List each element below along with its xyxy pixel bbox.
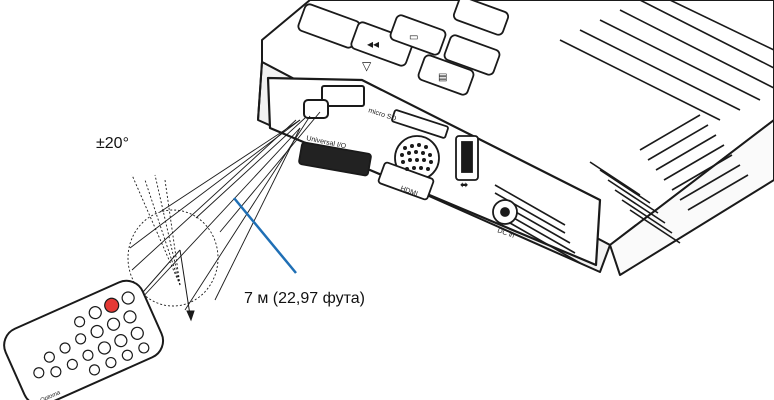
back-icon: ◂◂ [367, 37, 379, 51]
keypad-button [417, 54, 475, 96]
remote-button [123, 310, 137, 324]
usb-symbol-icon: ⬌ [460, 180, 468, 191]
remote-button [97, 341, 112, 355]
remote-button [74, 316, 86, 328]
keypad-button [443, 34, 501, 76]
power-button [104, 297, 120, 313]
remote-button [90, 324, 104, 339]
remote-button [82, 349, 94, 361]
keypad-button [350, 21, 414, 67]
source-icon: ▭ [409, 32, 418, 43]
remote-button [106, 317, 121, 331]
speaker-grille-holes [400, 143, 433, 171]
remote-button [66, 358, 78, 371]
remote-button [121, 349, 133, 361]
universal-io-port [298, 141, 372, 177]
menu-icon: ▤ [438, 72, 447, 83]
remote-button [43, 351, 55, 363]
remote-button [59, 342, 71, 354]
projector-keypad: ◂◂ ▽ ▭ ▤ [297, 0, 510, 96]
angle-cone [127, 174, 219, 307]
remote-button [88, 306, 102, 320]
remote-button [121, 291, 135, 305]
ir-receiver-window [303, 85, 365, 119]
angle-label: ±20° [96, 135, 129, 152]
remote-button [138, 342, 150, 354]
remote-button [105, 356, 117, 369]
keypad-button [452, 0, 510, 36]
remote-button [75, 333, 87, 345]
distance-label: 7 м (22,97 фута) [244, 290, 365, 307]
remote-button [33, 367, 45, 379]
remote-button [88, 364, 101, 376]
remote-brand-logo: Optoma [39, 390, 62, 400]
hdmi-port [377, 161, 435, 201]
remote-control: Optoma [3, 279, 165, 400]
signal-cone [129, 111, 321, 311]
remote-button [114, 334, 128, 348]
distance-line [233, 197, 297, 274]
micro-sd-slot [391, 109, 449, 139]
remote-button [130, 326, 144, 340]
down-arrow-icon: ▽ [362, 59, 372, 73]
keypad-button [389, 14, 447, 56]
remote-button [50, 366, 62, 378]
